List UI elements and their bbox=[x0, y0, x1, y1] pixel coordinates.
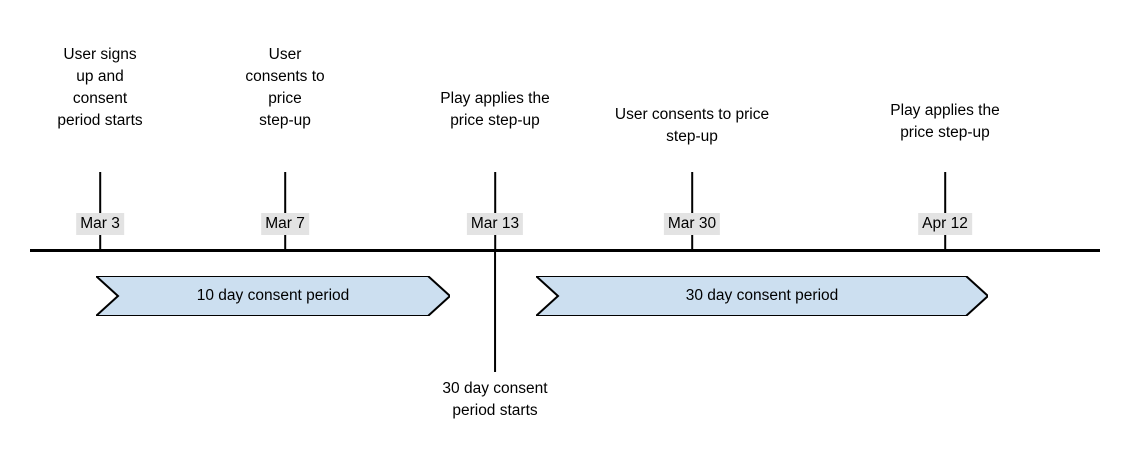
event-caption-stepup-1: Play applies the price step-up bbox=[440, 90, 550, 129]
event-stem-upper-stepup-1 bbox=[494, 172, 496, 213]
consent-period-banner-period-30-day: 30 day consent period bbox=[536, 276, 988, 316]
event-stem-upper-stepup-2 bbox=[944, 172, 946, 213]
consent-period-label-period-30-day: 30 day consent period bbox=[685, 287, 839, 304]
chevron-arrow-icon bbox=[96, 276, 450, 316]
event-caption-stepup-2: Play applies the price step-up bbox=[890, 102, 1000, 141]
date-label-stepup-2: Apr 12 bbox=[918, 213, 972, 235]
event-stem-upper-signup bbox=[99, 172, 101, 213]
date-label-consent-2: Mar 30 bbox=[663, 213, 721, 235]
date-label-stepup-1: Mar 13 bbox=[466, 213, 524, 235]
event-drop-line-stepup-1 bbox=[494, 250, 496, 372]
event-stem-lower-consent-2 bbox=[691, 235, 693, 252]
annotation-consent-period-starts: 30 day consent period starts bbox=[442, 380, 548, 419]
event-stem-upper-consent-1 bbox=[284, 172, 286, 213]
consent-period-banner-period-10-day: 10 day consent period bbox=[96, 276, 450, 316]
date-label-signup: Mar 3 bbox=[76, 213, 124, 235]
date-label-consent-1: Mar 7 bbox=[261, 213, 309, 235]
event-caption-consent-2: User consents to price step-up bbox=[614, 106, 770, 145]
timeline-axis bbox=[30, 249, 1100, 252]
event-stem-lower-stepup-1 bbox=[494, 235, 496, 252]
event-stem-lower-consent-1 bbox=[284, 235, 286, 252]
event-caption-consent-1: User consents to price step-up bbox=[245, 46, 325, 129]
event-stem-upper-consent-2 bbox=[691, 172, 693, 213]
chevron-arrow-icon bbox=[536, 276, 988, 316]
consent-period-label-period-10-day: 10 day consent period bbox=[196, 287, 350, 304]
event-stem-lower-signup bbox=[99, 235, 101, 252]
event-stem-lower-stepup-2 bbox=[944, 235, 946, 252]
event-caption-signup: User signs up and consent period starts bbox=[57, 46, 143, 129]
